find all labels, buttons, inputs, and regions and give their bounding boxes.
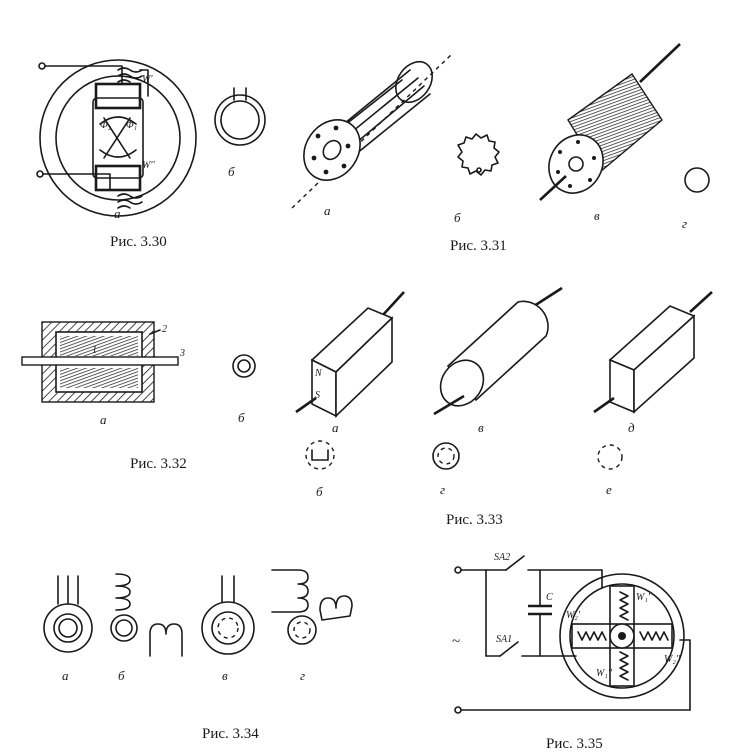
fig-3-34-sublabel-v: в [222,668,228,683]
part-label-1: 1 [92,345,97,356]
fig-3-34g-symbol [271,569,353,645]
fig-3-34v-symbol [201,575,255,655]
fig-3-31-sublabel-a: а [324,203,331,218]
fig-3-35-caption: Рис. 3.35 [546,736,603,752]
figure-3-30: W' W'' Φ₂ Φ₁ а б Рис. 3.30 [36,59,266,250]
fig-3-33a-permanent-magnet-rotor [295,291,405,418]
fig-3-33e-symbol [597,444,623,470]
fig-3-30-caption: Рис. 3.30 [110,234,167,250]
capacitor-label: C [546,592,553,603]
fig-3-33-caption: Рис. 3.33 [446,512,503,528]
fig-3-33-sublabel-d: д [628,420,635,435]
figure-3-31: а б в г Рис. 3.31 [291,43,710,254]
flux-label-2: Φ₂ [100,120,112,131]
fig-3-33g-symbol [432,442,460,470]
fig-3-33d-salient-rotor [593,291,713,414]
fig-3-31-sublabel-b: б [454,210,461,225]
winding-label-w2b: W₂'' [664,654,681,665]
fig-3-32b-symbol [232,354,256,378]
fig-3-34b-symbol [110,573,183,657]
fig-3-33-sublabel-e: е [606,482,612,497]
part-label-2: 2 [162,324,167,335]
fig-3-33-sublabel-a: а [332,420,339,435]
fig-3-31g-symbol [684,167,710,193]
fig-3-30-sublabel-b: б [228,164,235,179]
fig-3-35-circuit [454,555,691,714]
fig-3-30-sublabel-a: а [114,206,121,221]
winding-label-w1: W₁' [636,592,651,603]
fig-3-33-sublabel-v: в [478,420,484,435]
winding-label-w2: W'' [142,160,155,171]
fig-3-32-sublabel-a: а [100,412,107,427]
winding-label-w2: W₂' [566,610,581,621]
winding-label-w1b: W₁'' [596,668,613,679]
fig-3-33-sublabel-b: б [316,484,323,499]
figure-3-34: а б в г Рис. 3.34 [43,569,353,742]
part-label-3: 3 [179,348,185,359]
fig-3-31-sublabel-v: в [594,208,600,223]
fig-3-33b-symbol [305,440,335,470]
fig-3-34-sublabel-b: б [118,668,125,683]
figure-3-35: SA2 SA1 C ~ W₁' W₂' W₂'' W₁'' Рис. 3.35 [452,552,691,752]
fig-3-31-sublabel-g: г [682,216,687,231]
fig-3-32-caption: Рис. 3.32 [130,456,187,472]
fig-3-31b-lamination [457,133,500,176]
switch-label-sa1: SA1 [496,634,512,645]
fig-3-33v-cylindrical-rotor [433,286,563,416]
fig-3-32a-cross-section [21,321,179,403]
pole-label-n: N [314,368,323,379]
fig-3-30b-symbol [214,87,266,146]
fig-3-31v-wound-rotor [539,43,681,201]
ac-symbol: ~ [452,634,460,650]
pole-label-s: S [315,390,320,401]
flux-label-1: Φ₁ [126,120,137,131]
figure-3-32: 1 2 3 а б Рис. 3.32 [21,321,256,472]
fig-3-34-sublabel-a: а [62,668,69,683]
fig-3-33-sublabel-g: г [440,482,445,497]
fig-3-34-caption: Рис. 3.34 [202,726,259,742]
fig-3-30a-stator-diagram [36,59,197,217]
fig-3-31a-squirrel-cage [291,53,453,209]
winding-label-w1: W' [142,74,153,85]
switch-label-sa2: SA2 [494,552,510,563]
fig-3-31-caption: Рис. 3.31 [450,238,507,254]
fig-3-32-sublabel-b: б [238,410,245,425]
fig-3-34a-symbol [43,575,93,653]
figure-3-33: N S а б в г д е Рис. 3.33 [295,286,713,528]
fig-3-34-sublabel-g: г [300,668,305,683]
